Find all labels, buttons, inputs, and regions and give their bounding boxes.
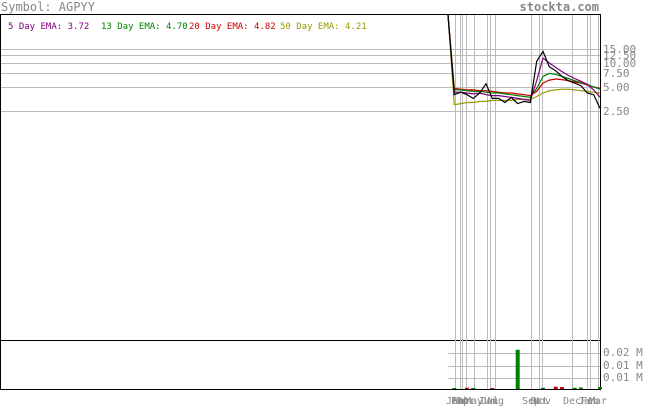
volume-axis-ticks: 0.02 M0.01 M0.01 M — [603, 346, 643, 384]
volume-panel-frame — [0, 340, 601, 390]
date-tick-label: Jan — [578, 396, 596, 406]
price-lines — [447, 14, 601, 109]
date-tick-label: Feb — [451, 396, 469, 406]
volume-bar — [579, 387, 583, 389]
volume-bar — [515, 349, 520, 389]
legend-ema20: 20 Day EMA: 4.82 — [189, 22, 276, 32]
volume-bars — [452, 349, 602, 389]
date-tick-label: Oct — [530, 396, 548, 406]
date-tick-label: Mar — [589, 396, 607, 406]
date-tick-label: Jul — [481, 396, 499, 406]
volume-tick-label: 0.02 M — [603, 346, 643, 359]
series-line-ema13 — [447, 14, 601, 99]
legend-ema13: 13 Day EMA: 4.70 — [101, 22, 188, 32]
volume-bar — [490, 388, 495, 389]
volume-bar — [541, 387, 545, 389]
volume-bar — [471, 388, 476, 389]
date-tick-label: Apr — [457, 396, 475, 406]
volume-tick-label: 0.01 M — [603, 371, 643, 384]
date-tick-label: Nov — [533, 396, 551, 406]
volume-bar — [465, 387, 469, 389]
series-line-price — [447, 14, 601, 109]
volume-bar — [452, 388, 457, 389]
date-tick-label: Jan — [446, 396, 464, 406]
price-tick-label: 7.50 — [603, 67, 630, 80]
volume-tick-label: 0.01 M — [603, 359, 643, 372]
legend: 5 Day EMA: 3.72 13 Day EMA: 4.70 20 Day … — [8, 22, 367, 32]
series-line-ema20 — [447, 14, 601, 97]
volume-bar — [598, 386, 602, 389]
brand-label: stockta.com — [520, 0, 599, 14]
date-tick-label: Mar — [453, 396, 471, 406]
date-tick-label: Dec — [563, 396, 581, 406]
grid-lines — [1, 15, 600, 389]
date-tick-label: Feb — [581, 396, 599, 406]
price-tick-label: 2.50 — [603, 105, 630, 118]
legend-ema50: 50 Day EMA: 4.21 — [280, 22, 367, 32]
volume-bar — [553, 386, 558, 389]
price-tick-label: 15.00 — [603, 43, 636, 56]
price-tick-label: 10.00 — [603, 57, 636, 70]
date-tick-label: May — [465, 396, 483, 406]
date-tick-label: Jun — [478, 396, 496, 406]
date-tick-label: Sep — [522, 396, 540, 406]
symbol-label: Symbol: AGPYY — [1, 0, 96, 14]
volume-bar — [572, 387, 577, 389]
price-tick-label: 12.50 — [603, 49, 636, 62]
date-tick-label: Aug — [486, 396, 504, 406]
price-tick-label: 5.00 — [603, 81, 630, 94]
volume-bar — [560, 387, 564, 389]
legend-ema5: 5 Day EMA: 3.72 — [8, 22, 89, 32]
series-line-ema5 — [447, 14, 601, 102]
